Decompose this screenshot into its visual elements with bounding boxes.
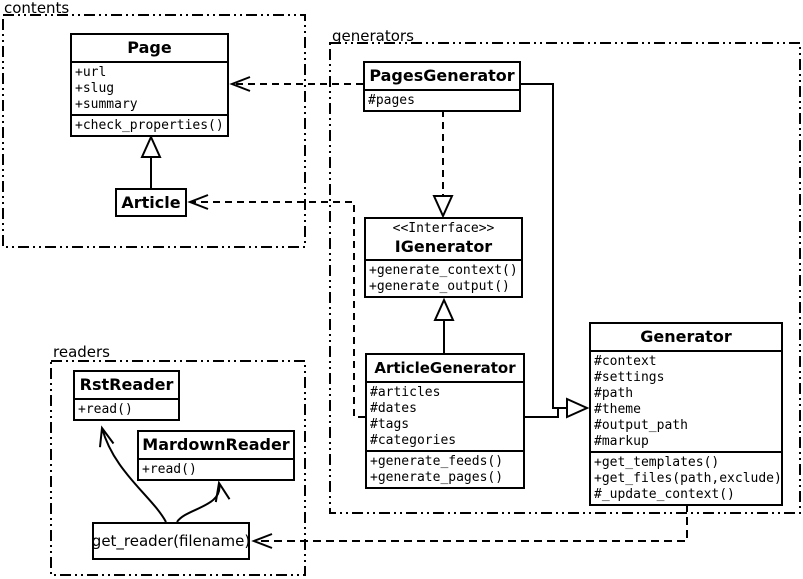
method: +read() xyxy=(78,402,133,417)
method: +get_templates() xyxy=(594,455,720,470)
class-rstreader: RstReader +read() xyxy=(73,370,180,421)
function-get-reader-label: get_reader(filename) xyxy=(91,532,251,550)
class-articlegenerator-title: ArticleGenerator xyxy=(374,359,516,377)
package-readers-border xyxy=(50,360,306,576)
edge-getreader-to-mardownreader xyxy=(176,480,231,523)
attribute: +summary xyxy=(75,97,138,112)
attribute: #tags xyxy=(370,417,410,432)
class-page: Page +url +slug +summary +check_properti… xyxy=(70,33,229,137)
class-igenerator-title: IGenerator xyxy=(394,237,493,256)
class-generator-attributes: #context #settings #path #theme #output_… xyxy=(591,350,781,451)
class-igenerator-methods: +generate_context() +generate_output() xyxy=(366,259,521,296)
method: +generate_context() xyxy=(369,263,518,278)
package-contents-label: contents xyxy=(4,0,70,17)
edge-pagesgenerator-extends-generator xyxy=(521,83,590,419)
class-article: Article xyxy=(115,188,187,217)
attribute: #output_path xyxy=(594,418,688,433)
class-page-methods: +check_properties() xyxy=(72,114,227,135)
class-generator-title: Generator xyxy=(640,327,732,346)
method: +generate_pages() xyxy=(370,470,504,485)
attribute: #dates xyxy=(370,401,417,416)
attribute: +slug xyxy=(75,81,115,96)
edge-getreader-to-rstreader xyxy=(99,425,167,523)
class-page-title: Page xyxy=(127,38,172,57)
class-articlegenerator: ArticleGenerator #articles #dates #tags … xyxy=(365,353,525,489)
attribute: #settings xyxy=(594,370,665,385)
class-articlegenerator-methods: +generate_feeds() +generate_pages() xyxy=(367,450,523,487)
class-generator: Generator #context #settings #path #them… xyxy=(589,322,783,506)
attribute: #theme xyxy=(594,402,641,417)
package-readers-label: readers xyxy=(53,343,110,361)
class-igenerator-stereotype: <<Interface>> xyxy=(392,221,495,236)
package-generators-border xyxy=(329,42,801,514)
class-pagesgenerator: PagesGenerator #pages xyxy=(363,61,521,112)
class-igenerator-header: <<Interface>> IGenerator xyxy=(366,219,521,259)
class-generator-methods: +get_templates() +get_files(path,exclude… xyxy=(591,451,782,504)
class-pagesgenerator-attributes: #pages xyxy=(365,89,519,110)
method: +get_files(path,exclude) xyxy=(594,471,782,486)
class-mardownreader: MardownReader +read() xyxy=(137,430,295,481)
edge-articlegenerator-depends-article xyxy=(187,194,365,418)
attribute: #categories xyxy=(370,433,457,448)
class-mardownreader-title: MardownReader xyxy=(142,435,290,454)
class-mardownreader-methods: +read() xyxy=(139,458,293,479)
class-rstreader-methods: +read() xyxy=(75,398,178,419)
edge-articlegenerator-extends-generator xyxy=(525,407,566,418)
attribute: #markup xyxy=(594,434,649,449)
method: +generate_output() xyxy=(369,279,510,294)
attribute: #path xyxy=(594,386,634,401)
class-articlegenerator-attributes: #articles #dates #tags #categories xyxy=(367,381,523,450)
function-get-reader: get_reader(filename) xyxy=(92,522,250,560)
class-pagesgenerator-title: PagesGenerator xyxy=(369,66,515,85)
class-page-attributes: +url +slug +summary xyxy=(72,61,227,114)
package-generators-label: generators xyxy=(332,27,414,45)
class-igenerator: <<Interface>> IGenerator +generate_conte… xyxy=(364,217,523,298)
method: +check_properties() xyxy=(75,118,224,133)
class-rstreader-title: RstReader xyxy=(79,375,174,394)
attribute: #pages xyxy=(368,93,415,108)
class-article-title: Article xyxy=(121,193,181,212)
attribute: #articles xyxy=(370,385,441,400)
package-contents-border xyxy=(2,14,306,248)
attribute: #context xyxy=(594,354,657,369)
method: +read() xyxy=(142,462,197,477)
attribute: +url xyxy=(75,65,107,80)
edge-generator-depends-getreader xyxy=(251,504,688,549)
method: +generate_feeds() xyxy=(370,454,504,469)
method: #_update_context() xyxy=(594,487,735,502)
